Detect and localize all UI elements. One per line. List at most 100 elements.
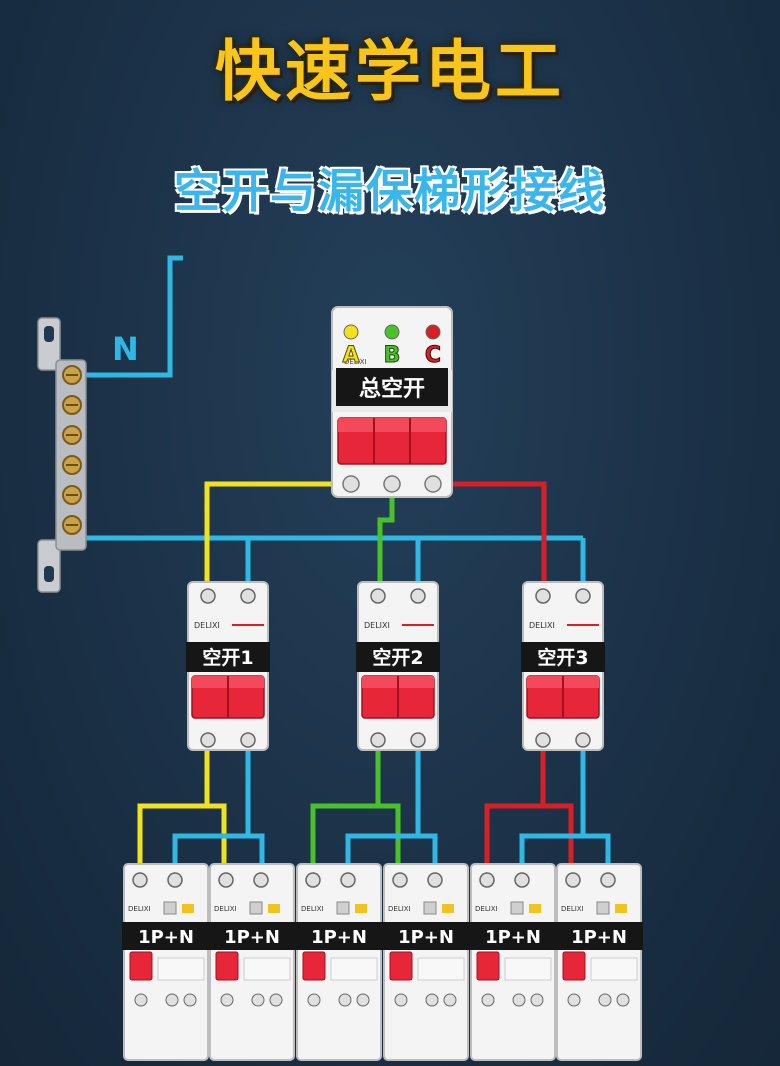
neutral-ladder-wire	[345, 742, 421, 878]
rcbo-handle[interactable]	[389, 951, 413, 981]
branch-breaker-label: 空开2	[372, 646, 423, 669]
indicator-icon	[182, 904, 194, 913]
wires-layer	[84, 255, 611, 878]
rcbo-label: 1P+N	[138, 927, 194, 948]
rcbo-handle[interactable]	[215, 951, 239, 981]
terminal-screw-icon	[370, 732, 386, 748]
terminal-screw-icon	[600, 872, 616, 888]
indicator-icon	[529, 904, 541, 913]
test-button[interactable]	[163, 901, 177, 915]
rcbo-label: 1P+N	[485, 927, 541, 948]
terminal-screw-icon	[220, 993, 234, 1007]
terminal-screw-icon	[530, 993, 544, 1007]
phase-a-feed-wire	[204, 481, 351, 596]
terminal-screw-icon	[165, 993, 179, 1007]
terminal-screw-icon	[240, 588, 256, 604]
test-button[interactable]	[249, 901, 263, 915]
rcbo-brand: DELIXI	[301, 905, 324, 913]
page-subtitle: 空开与漏保梯形接线	[174, 164, 606, 218]
rcbo-breaker: DELIXI 1P+N	[122, 863, 210, 1061]
rcbo-label: 1P+N	[224, 927, 280, 948]
test-button[interactable]	[510, 901, 524, 915]
terminal-screw-icon	[479, 872, 495, 888]
terminal-screw-icon	[425, 993, 439, 1007]
rcbo-brand: DELIXI	[128, 905, 151, 913]
terminal-screw-icon	[410, 588, 426, 604]
rcbo-label: 1P+N	[398, 927, 454, 948]
terminal-screw-icon	[251, 993, 265, 1007]
rcbo-handle[interactable]	[562, 951, 586, 981]
terminal-screw-icon	[512, 993, 526, 1007]
terminal-screw-icon	[340, 872, 356, 888]
phase-ladder-wire	[137, 742, 210, 878]
main-breaker-label: 总空开	[359, 376, 425, 402]
rcbo-breaker: DELIXI 1P+N	[295, 863, 383, 1061]
terminal-screw-icon	[575, 732, 591, 748]
terminal-screw-icon	[575, 588, 591, 604]
rcbo-breaker: DELIXI 1P+N	[382, 863, 470, 1061]
terminal-screw-icon	[598, 993, 612, 1007]
terminal-screw-icon	[240, 732, 256, 748]
terminal-screw-icon	[183, 993, 197, 1007]
rcbo-brand: DELIXI	[561, 905, 584, 913]
terminal-screw-icon	[535, 732, 551, 748]
phase-ladder-wire	[378, 803, 401, 878]
terminal-screw-icon	[356, 993, 370, 1007]
rcbo-breaker: DELIXI 1P+N	[469, 863, 557, 1061]
phase-ladder-wire	[207, 803, 227, 878]
phase-b-indicator-icon	[384, 324, 400, 340]
branch-breaker: DELIXI 空开2	[356, 581, 440, 751]
branch-breaker-brand: DELIXI	[364, 621, 390, 630]
rcbo-breakers: DELIXI 1P+N DELIXI 1P+N DELIXI 1P+N DELIXI 1P+N…	[122, 863, 643, 1061]
branch-breaker-brand: DELIXI	[529, 621, 555, 630]
neutral-bus-bar	[37, 317, 87, 593]
test-button[interactable]	[336, 901, 350, 915]
phase-a-indicator-icon	[343, 324, 359, 340]
test-button[interactable]	[596, 901, 610, 915]
main-breaker: 总空开 DELIXI A B C	[331, 306, 453, 498]
branch-breaker-label: 空开3	[537, 646, 588, 669]
indicator-icon	[615, 904, 627, 913]
neutral-incoming-wire	[84, 255, 183, 378]
terminal-screw-icon	[338, 993, 352, 1007]
phase-c-feed-wire	[433, 481, 547, 596]
main-breaker-brand: DELIXI	[344, 358, 367, 366]
terminal-screw-icon	[167, 872, 183, 888]
rcbo-label: 1P+N	[311, 927, 367, 948]
rcbo-handle[interactable]	[129, 951, 153, 981]
neutral-ladder-wire	[172, 742, 251, 878]
neutral-ladder-wire	[519, 742, 586, 878]
phase-b-feed-wire	[377, 484, 395, 596]
terminal-screw-icon	[567, 993, 581, 1007]
branch-breaker-label: 空开1	[202, 646, 253, 669]
indicator-icon	[355, 904, 367, 913]
rcbo-handle[interactable]	[302, 951, 326, 981]
terminal-screw-icon	[394, 993, 408, 1007]
rcbo-brand: DELIXI	[475, 905, 498, 913]
rcbo-breaker: DELIXI 1P+N	[555, 863, 643, 1061]
test-button[interactable]	[423, 901, 437, 915]
terminal-screw-icon	[535, 588, 551, 604]
terminal-screw-icon	[305, 872, 321, 888]
terminal-screw-icon	[132, 872, 148, 888]
terminal-screw-icon	[200, 732, 216, 748]
terminal-screw-icon	[342, 475, 360, 493]
terminal-screw-icon	[253, 872, 269, 888]
rcbo-brand: DELIXI	[388, 905, 411, 913]
terminal-screw-icon	[218, 872, 234, 888]
phase-ladder-wire	[310, 742, 381, 878]
neutral-label: N	[112, 330, 139, 368]
rcbo-handle[interactable]	[476, 951, 500, 981]
terminal-screw-icon	[616, 993, 630, 1007]
indicator-icon	[442, 904, 454, 913]
terminal-screw-icon	[269, 993, 283, 1007]
terminal-screw-icon	[370, 588, 386, 604]
indicator-icon	[268, 904, 280, 913]
rcbo-label: 1P+N	[571, 927, 627, 948]
phase-a-label: A	[342, 343, 359, 368]
terminal-screw-icon	[392, 872, 408, 888]
branch-breaker: DELIXI 空开3	[521, 581, 605, 751]
phase-c-label: C	[425, 343, 441, 368]
